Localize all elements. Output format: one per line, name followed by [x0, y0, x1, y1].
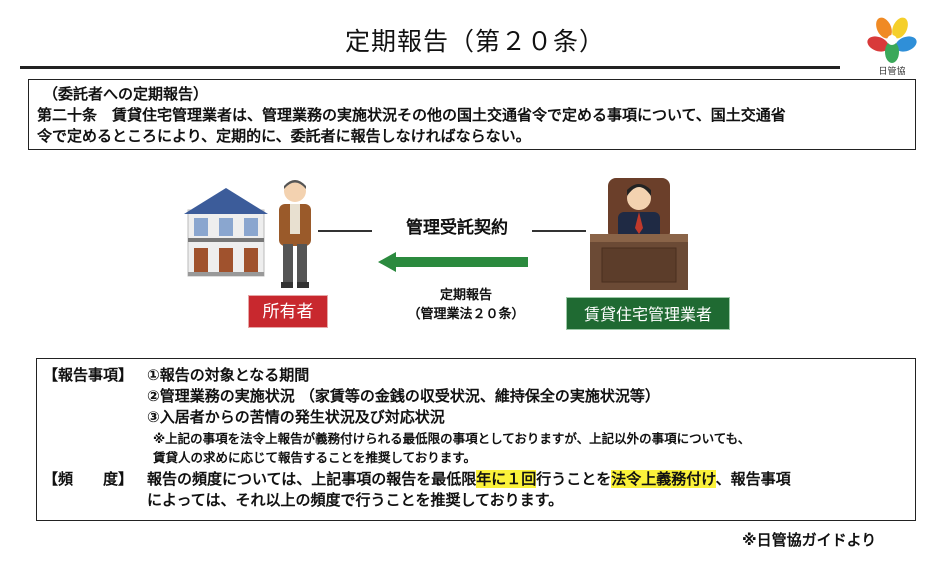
association-logo-icon	[867, 17, 917, 63]
report-caption-line-2: （管理業法２０条）	[407, 307, 525, 322]
frequency-highlight-legal-obligation: 法令上義務付け	[611, 470, 716, 488]
connector-line-left	[318, 230, 372, 232]
report-item-1: ①報告の対象となる期間	[147, 366, 310, 384]
frequency-line-2: によっては、それ以上の頻度で行うことを推奨しております。	[147, 491, 564, 509]
report-item-2: ②管理業務の実施状況 （家賃等の金銭の収受状況、維持保全の実施状況等）	[147, 387, 660, 405]
report-note-line-2: 賃貸人の求めに応じて報告することを推奨しております。	[153, 450, 477, 465]
frequency-line-1: 報告の頻度については、上記事項の報告を最低限年に１回行うことを法令上義務付け、報…	[147, 469, 791, 490]
owner-person-icon	[279, 180, 311, 288]
report-items-label: 【報告事項】	[43, 366, 134, 384]
page-title: 定期報告（第２０条）	[344, 27, 605, 56]
report-caption: 定期報告 （管理業法２０条）	[388, 286, 544, 324]
report-note-line-1: ※上記の事項を法令上報告が義務付けられる最低限の事項としておりますが、上記以外の…	[153, 431, 751, 446]
article-text-line-2: 令で定めるところにより、定期的に、委託者に報告しなければならない。	[37, 127, 531, 145]
owner-label: 所有者	[248, 295, 328, 328]
frequency-text-b: 行うことを	[536, 470, 612, 488]
apartment-building-icon	[184, 188, 268, 277]
report-items-box: 【報告事項】 ①報告の対象となる期間 ②管理業務の実施状況 （家賃等の金銭の収受…	[36, 358, 916, 521]
frequency-label: 【頻 度】	[43, 470, 134, 488]
report-caption-line-1: 定期報告	[439, 288, 492, 303]
manager-label: 賃貸住宅管理業者	[566, 297, 730, 330]
source-note: ※日管協ガイドより	[742, 531, 877, 549]
report-item-3: ③入居者からの苦情の発生状況及び対応状況	[147, 408, 445, 426]
title-divider	[20, 66, 840, 69]
report-arrow-icon	[378, 252, 528, 272]
frequency-text-a: 報告の頻度については、上記事項の報告を最低限	[147, 470, 477, 488]
frequency-text-c: 、報告事項	[715, 470, 791, 488]
connector-line-right	[532, 230, 586, 232]
contract-label: 管理受託契約	[406, 218, 508, 238]
frequency-highlight-once-a-year: 年に１回	[476, 470, 537, 488]
article-box: （委託者への定期報告） 第二十条 賃貸住宅管理業者は、管理業務の実施状況その他の…	[28, 79, 916, 150]
article-heading: （委託者への定期報告）	[43, 85, 209, 103]
article-text-line-1: 第二十条 賃貸住宅管理業者は、管理業務の実施状況その他の国土交通省令で定める事項…	[37, 106, 786, 124]
logo-text: 日管協	[878, 67, 906, 77]
manager-at-desk-icon	[590, 178, 688, 290]
